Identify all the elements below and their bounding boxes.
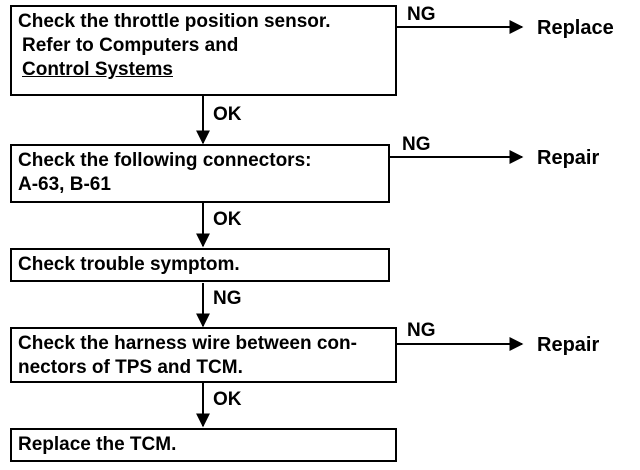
step-check-harness-wire: Check the harness wire between con- nect… bbox=[10, 327, 397, 383]
branch-result-repair-2: Repair bbox=[537, 334, 600, 356]
step-1-line-1: Check the throttle position sensor. bbox=[18, 11, 331, 32]
branch-label-1: NG bbox=[407, 4, 436, 25]
step-check-trouble-symptom: Check trouble symptom. bbox=[10, 248, 390, 282]
step-1-line-3: Control Systems bbox=[22, 59, 173, 80]
branch-label-3: NG bbox=[407, 320, 436, 341]
step-2-line-2: A-63, B-61 bbox=[18, 174, 111, 195]
step-2-line-1: Check the following connectors: bbox=[18, 150, 312, 171]
down-label-1: OK bbox=[213, 104, 242, 125]
step-check-connectors: Check the following connectors: A-63, B-… bbox=[10, 144, 390, 203]
step-4-line-2: nectors of TPS and TCM. bbox=[18, 357, 243, 378]
step-5-line-1: Replace the TCM. bbox=[18, 434, 177, 455]
step-3-line-1: Check trouble symptom. bbox=[18, 254, 240, 275]
down-label-3: NG bbox=[213, 288, 242, 309]
branch-label-2: NG bbox=[402, 134, 431, 155]
down-label-2: OK bbox=[213, 209, 242, 230]
branch-result-repair-1: Repair bbox=[537, 147, 600, 169]
down-label-4: OK bbox=[213, 389, 242, 410]
branch-result-replace: Replace bbox=[537, 17, 614, 39]
step-replace-tcm: Replace the TCM. bbox=[10, 428, 397, 462]
step-4-line-1: Check the harness wire between con- bbox=[18, 333, 357, 354]
step-1-line-2: Refer to Computers and bbox=[22, 35, 239, 56]
step-check-throttle-sensor: Check the throttle position sensor. Refe… bbox=[10, 5, 397, 96]
